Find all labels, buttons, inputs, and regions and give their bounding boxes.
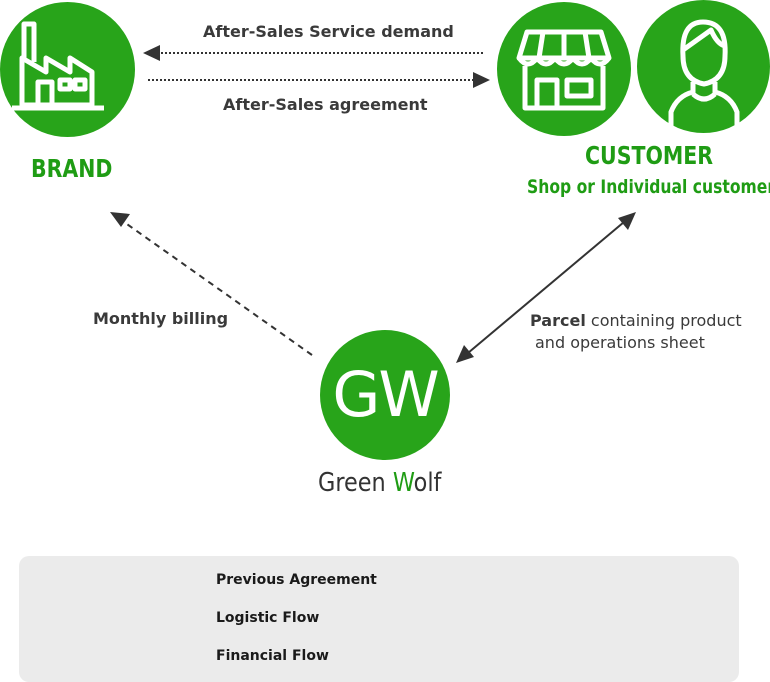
person-icon — [668, 19, 740, 126]
brand-label: BRAND — [31, 154, 113, 183]
brand-node — [0, 2, 135, 137]
parcel-arrow-line — [467, 221, 625, 354]
legend-item-logistic-flow: Logistic Flow — [216, 610, 320, 626]
green-wolf-logo: GW — [320, 330, 450, 460]
agreement-label: After-Sales agreement — [223, 95, 428, 114]
green-wolf-logo-text: GW — [332, 358, 439, 431]
green-wolf-name-part2: olf — [413, 468, 442, 498]
parcel-arrowhead-greenwolf — [456, 345, 474, 363]
green-wolf-name-w: W — [392, 468, 414, 498]
service-demand-arrowhead — [143, 45, 160, 61]
person-node — [637, 0, 770, 133]
billing-arrow-line — [123, 221, 313, 356]
shop-icon — [516, 29, 612, 111]
customer-label: CUSTOMER — [585, 141, 714, 170]
parcel-label-rest: containing product — [585, 311, 742, 330]
legend-item-financial-flow: Financial Flow — [216, 648, 329, 664]
parcel-label-line1: Parcel containing product — [530, 311, 742, 330]
legend-box — [19, 556, 739, 682]
factory-icon — [12, 21, 104, 111]
parcel-label-line2: and operations sheet — [535, 333, 705, 352]
green-wolf-name-part1: Green — [318, 468, 393, 498]
parcel-label-bold: Parcel — [530, 311, 586, 330]
agreement-arrowhead — [473, 72, 490, 88]
parcel-arrowhead-customer — [618, 212, 636, 230]
billing-arrowhead — [110, 212, 130, 227]
service-demand-label: After-Sales Service demand — [203, 22, 454, 41]
green-wolf-name: Green Wolf — [318, 468, 441, 498]
shop-node — [497, 2, 631, 136]
billing-label: Monthly billing — [93, 309, 229, 328]
customer-sublabel: Shop or Individual customer — [527, 176, 770, 198]
legend-item-previous-agreement: Previous Agreement — [216, 572, 377, 588]
